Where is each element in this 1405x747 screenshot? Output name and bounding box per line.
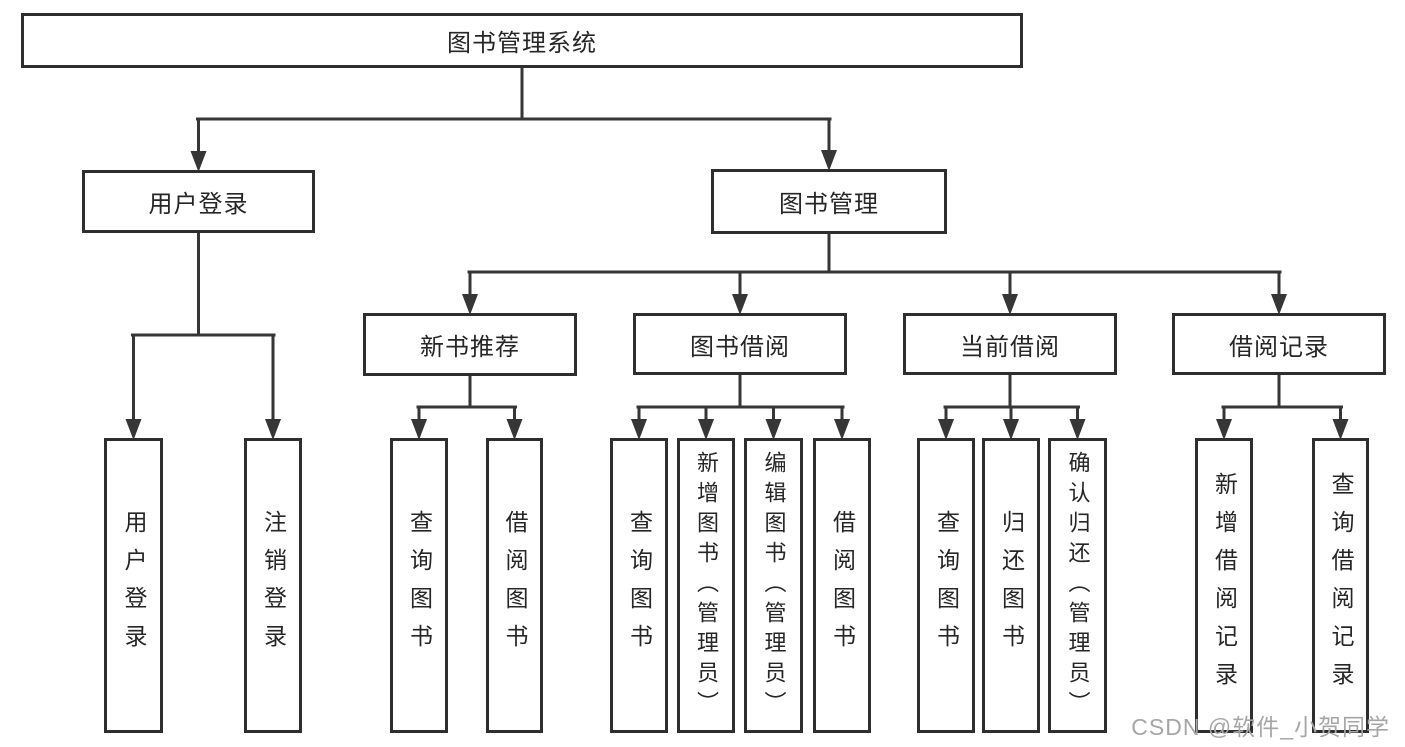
node-label-leaf-recommend-query-books: 查询图书 (406, 509, 433, 662)
node-label-leaf-query-borrow-record: 查询借阅记录 (1328, 471, 1354, 700)
node-leaf-return-books: 归还图书 (982, 438, 1040, 733)
node-leaf-user-login: 用户登录 (104, 438, 163, 733)
node-label-leaf-edit-books-admin: 编辑图书（管理员） (761, 450, 787, 721)
node-label-branch-user-login: 用户登录 (148, 191, 249, 218)
node-label-leaf-logout: 注销登录 (260, 509, 287, 662)
node-label-leaf-current-query-books: 查询图书 (933, 509, 960, 662)
node-label-leaf-borrow-query-books: 查询图书 (626, 509, 653, 662)
node-leaf-borrow-query-books: 查询图书 (610, 438, 668, 733)
node-label-group-current-borrow: 当前借阅 (960, 333, 1060, 361)
node-label-leaf-add-books-admin: 新增图书（管理员） (694, 450, 719, 721)
node-leaf-current-query-books: 查询图书 (917, 438, 975, 733)
node-label-leaf-borrow-books: 借阅图书 (829, 509, 856, 662)
node-label-branch-book-management: 图书管理 (779, 191, 879, 218)
node-leaf-add-borrow-record: 新增借阅记录 (1195, 438, 1253, 733)
node-leaf-add-books-admin: 新增图书（管理员） (677, 438, 735, 733)
watermark: CSDN @软件_小贺同学 (1131, 714, 1390, 740)
node-group-borrow-records: 借阅记录 (1172, 313, 1386, 375)
node-group-current-borrow: 当前借阅 (903, 313, 1117, 375)
node-label-group-new-book-recommend: 新书推荐 (420, 334, 520, 361)
node-label-system-root: 图书管理系统 (447, 30, 597, 57)
node-leaf-recommend-borrow-books: 借阅图书 (486, 438, 543, 733)
node-label-leaf-confirm-return-admin: 确认归还（管理员） (1065, 450, 1091, 721)
node-label-group-borrow-records: 借阅记录 (1229, 333, 1329, 361)
node-group-new-book-recommend: 新书推荐 (363, 313, 577, 376)
node-group-book-borrow: 图书借阅 (633, 313, 847, 375)
node-label-leaf-recommend-borrow-books: 借阅图书 (502, 509, 528, 662)
node-branch-user-login: 用户登录 (82, 170, 315, 233)
node-leaf-logout: 注销登录 (244, 438, 302, 733)
node-label-leaf-return-books: 归还图书 (998, 509, 1025, 662)
node-label-leaf-user-login: 用户登录 (121, 509, 147, 662)
node-system-root: 图书管理系统 (21, 13, 1023, 68)
node-leaf-query-borrow-record: 查询借阅记录 (1312, 438, 1369, 733)
node-leaf-recommend-query-books: 查询图书 (390, 438, 448, 733)
node-label-group-book-borrow: 图书借阅 (690, 333, 790, 361)
node-leaf-confirm-return-admin: 确认归还（管理员） (1048, 438, 1107, 733)
node-label-leaf-add-borrow-record: 新增借阅记录 (1211, 471, 1238, 700)
node-branch-book-management: 图书管理 (711, 169, 947, 234)
node-leaf-edit-books-admin: 编辑图书（管理员） (744, 438, 803, 733)
node-leaf-borrow-books: 借阅图书 (813, 438, 871, 733)
